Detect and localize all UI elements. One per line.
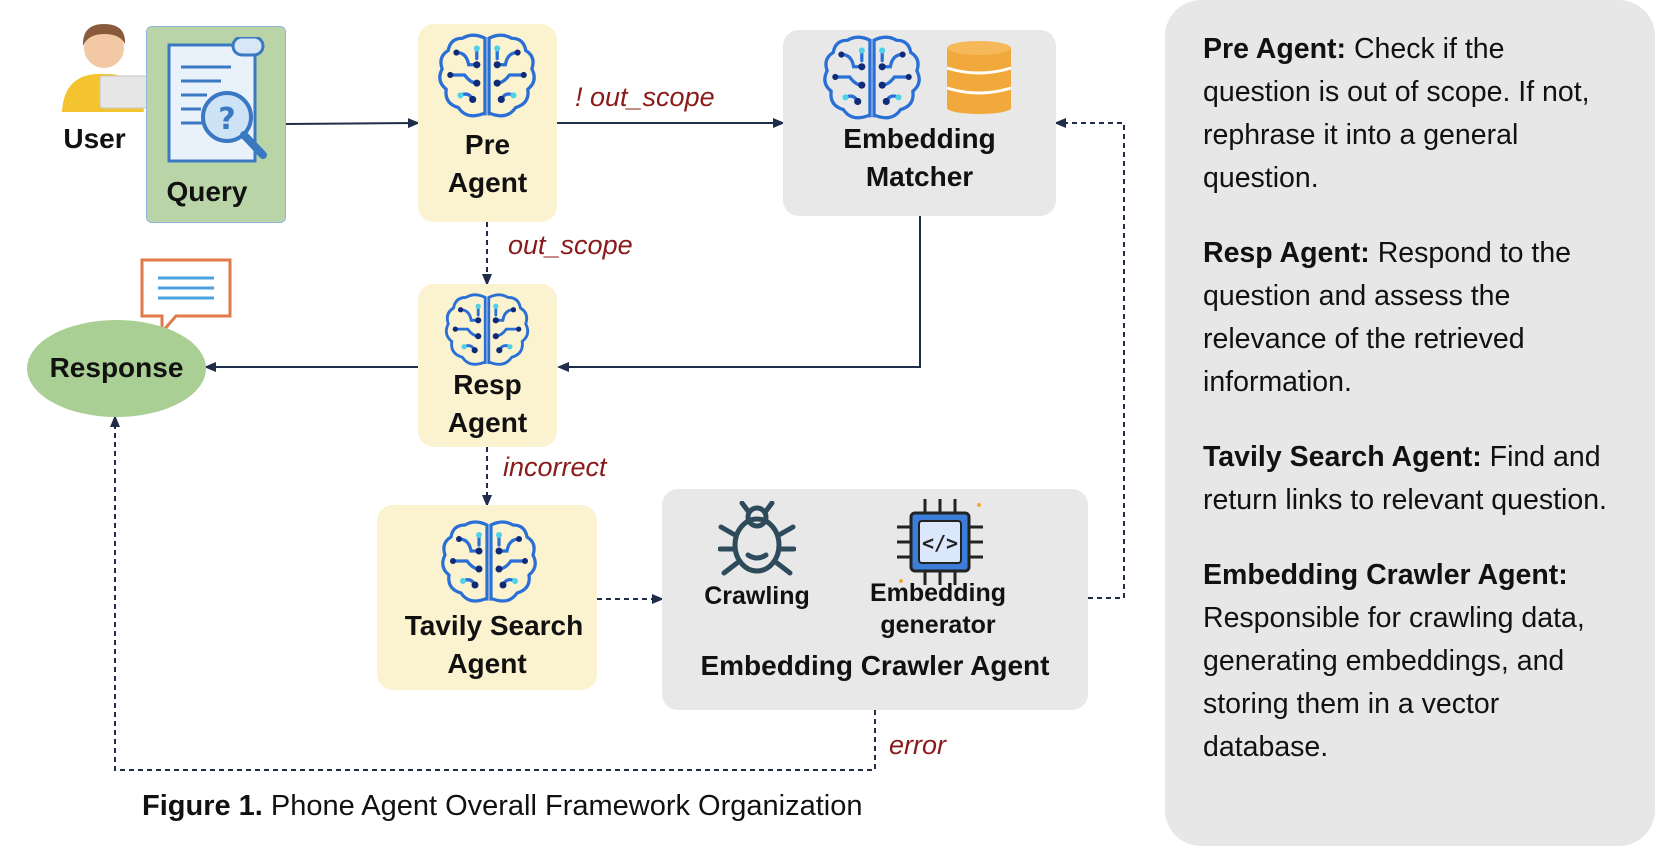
arrow-query-to-pre — [285, 118, 420, 129]
edge-label-incorrect: incorrect — [503, 452, 607, 482]
arrow-matcher-to-resp — [557, 216, 921, 372]
description-text: Respond to the question and assess the r… — [1203, 237, 1572, 398]
edge-label-not-out-scope: ! out_scope — [575, 82, 715, 112]
description-crawler-agent: Embedding Crawler Agent: Responsible for … — [1203, 554, 1619, 769]
description-term: Pre Agent: — [1203, 33, 1347, 65]
embedding-crawler-agent-node: Crawling </> Embedding generator Embeddi… — [662, 489, 1088, 710]
bug-icon — [717, 500, 797, 579]
description-text: Responsible for crawling data, generatin… — [1203, 602, 1585, 763]
description-tavily-agent: Tavily Search Agent: Find and return lin… — [1203, 436, 1619, 522]
description-text: Check if the question is out of scope. I… — [1203, 33, 1590, 194]
response-node — [27, 320, 206, 417]
embedding-matcher-node: Embedding Matcher — [783, 30, 1056, 216]
description-term: Tavily Search Agent: — [1203, 441, 1482, 473]
query-document-icon: ? — [161, 35, 269, 169]
resp-agent-label-2: Agent — [447, 407, 528, 438]
brain-icon — [439, 517, 539, 607]
query-label: Query — [166, 176, 248, 207]
brain-icon — [443, 290, 531, 370]
description-text: Find and return links to relevant questi… — [1203, 441, 1607, 516]
pre-agent-label-1: Pre — [464, 129, 511, 160]
description-term: Embedding Crawler Agent: — [1203, 559, 1568, 591]
embedding-matcher-label-1: Embedding — [843, 123, 996, 154]
arrow-crawler-to-matcher — [1054, 118, 1125, 599]
resp-agent-node: Resp Agent — [418, 284, 557, 447]
edge-label-error: error — [889, 730, 947, 760]
response-label: Response — [49, 352, 184, 383]
pre-agent-label-2: Agent — [447, 167, 528, 198]
user-label: User — [63, 123, 126, 154]
chip-code-icon: </> — [895, 497, 985, 587]
generator-label-1: Embedding — [869, 579, 1007, 607]
brain-icon — [436, 30, 538, 122]
brain-icon — [821, 32, 923, 124]
description-resp-agent: Resp Agent: Respond to the question and … — [1203, 232, 1619, 404]
caption-text: Phone Agent Overall Framework Organizati… — [262, 790, 863, 822]
generator-label-2: generator — [880, 611, 996, 639]
chat-bubble-icon — [140, 258, 232, 336]
svg-text:?: ? — [218, 102, 235, 137]
tavily-label-1: Tavily Search — [404, 610, 584, 641]
description-panel: Pre Agent: Check if the question is out … — [1165, 0, 1655, 846]
resp-agent-label-1: Resp — [453, 369, 522, 400]
caption-label: Figure 1. — [142, 790, 263, 822]
user-icon — [52, 12, 152, 112]
query-node: ? Query — [146, 26, 286, 223]
database-icon — [945, 40, 1013, 114]
embedding-matcher-label-2: Matcher — [865, 161, 974, 192]
edge-label-out-scope: out_scope — [508, 230, 633, 260]
crawler-title: Embedding Crawler Agent — [700, 650, 1050, 681]
pre-agent-node: Pre Agent — [418, 24, 557, 222]
description-term: Resp Agent: — [1203, 237, 1370, 269]
arrow-crawler-error-to-response — [110, 415, 876, 771]
figure-caption: Figure 1. Phone Agent Overall Framework … — [142, 790, 863, 823]
svg-text:</>: </> — [922, 531, 958, 555]
description-pre-agent: Pre Agent: Check if the question is out … — [1203, 28, 1619, 200]
crawling-label: Crawling — [704, 582, 810, 610]
tavily-label-2: Agent — [447, 648, 527, 679]
tavily-search-agent-node: Tavily Search Agent — [377, 505, 597, 690]
